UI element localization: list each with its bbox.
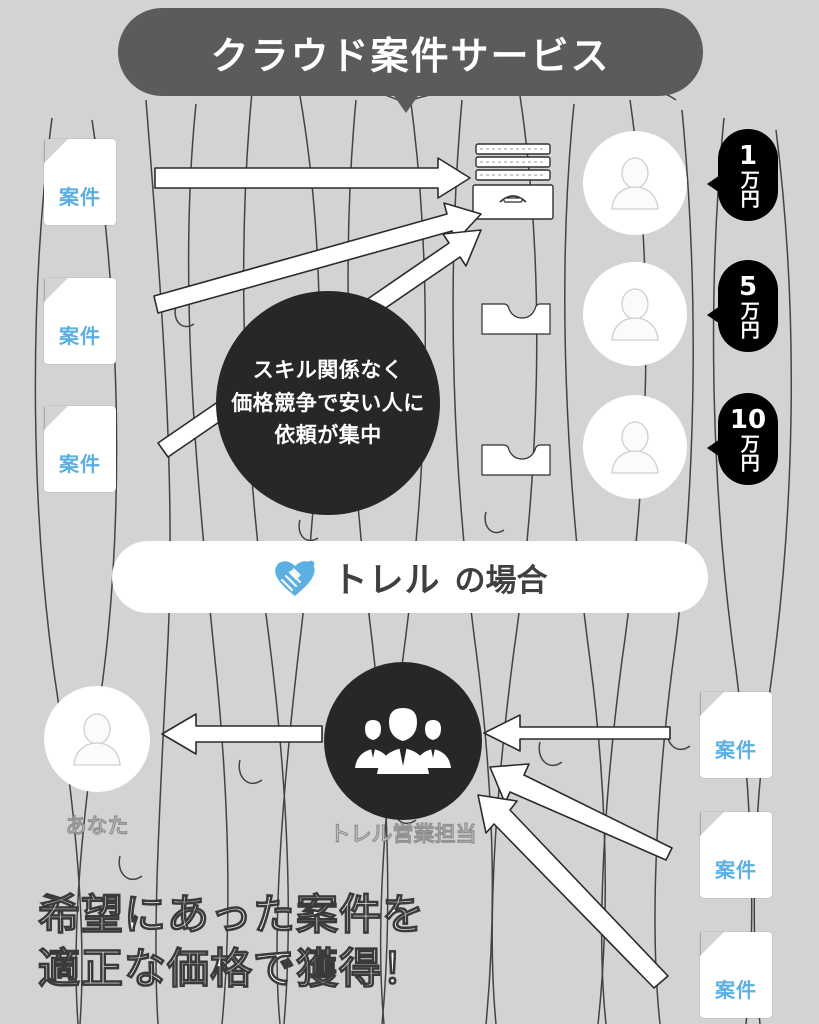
document-card[interactable]: 案件 [700,812,772,898]
person-icon [611,288,659,341]
callout-line: 依頼が集中 [274,423,382,448]
you-avatar[interactable] [44,686,150,792]
price-bubble-tip [707,175,720,193]
price-bubble-tip [707,306,720,324]
callout-circle: スキル関係なく 価格競争で安い人に 依頼が集中 [216,291,440,515]
group-people-icon [355,708,451,774]
callout-line: スキル関係なく [252,358,404,383]
headline-line-2: 適正な価格で獲得！ [37,943,426,993]
callout-line: 価格競争で安い人に [231,390,425,415]
torel-brand-name: トレル [332,560,441,601]
torel-case-banner: トレル の場合 [112,541,708,613]
price-unit: 万円 [737,169,760,208]
page-fold-edge [700,692,725,716]
page-fold-edge [44,406,69,430]
document-label: 案件 [59,185,101,209]
price-unit: 万円 [737,433,760,472]
document-label: 案件 [59,324,101,348]
bottom-headline: 希望にあった案件を 適正な価格で獲得！ [37,888,426,996]
price-amount: 5 [738,271,758,302]
person-icon [611,421,659,474]
person-icon [73,713,121,766]
page-fold-edge [700,932,725,956]
document-label: 案件 [715,978,757,1002]
page-fold-edge [700,812,725,836]
page-fold-edge [44,278,69,302]
price-amount: 10 [729,404,767,435]
you-caption: あなた [65,814,129,839]
worker-avatar[interactable] [583,262,687,366]
notch-shape [481,303,551,335]
headline-line-1: 希望にあった案件を [37,889,426,939]
document-label: 案件 [715,738,757,762]
document-card[interactable]: 案件 [700,692,772,778]
document-label: 案件 [715,858,757,882]
document-label: 案件 [59,452,101,476]
torel-banner-suffix: の場合 [454,562,548,599]
briefcase-server-icon [470,140,556,228]
document-card[interactable]: 案件 [44,278,116,364]
page-fold-edge [44,139,69,163]
worker-avatar[interactable] [583,395,687,499]
notch-shape [481,444,551,476]
document-card[interactable]: 案件 [44,139,116,225]
document-card[interactable]: 案件 [44,406,116,492]
price-bubble-tip [707,439,720,457]
sales-rep-avatar[interactable] [324,662,482,820]
price-bubble: 10 万円 [707,393,778,485]
price-amount: 1 [738,140,758,171]
document-card[interactable]: 案件 [700,932,772,1018]
price-bubble: 5 万円 [707,260,778,352]
title-banner-tail [392,93,420,113]
price-bubble: 1 万円 [707,129,778,221]
handshake-heart-icon [275,560,316,596]
cloud-service-title-banner: クラウド案件サービス [118,8,703,96]
price-unit: 万円 [737,300,760,339]
cloud-service-title-text: クラウド案件サービス [210,33,611,78]
worker-avatar[interactable] [583,131,687,235]
sales-rep-caption: トレル営業担当 [329,822,477,847]
person-icon [611,157,659,210]
